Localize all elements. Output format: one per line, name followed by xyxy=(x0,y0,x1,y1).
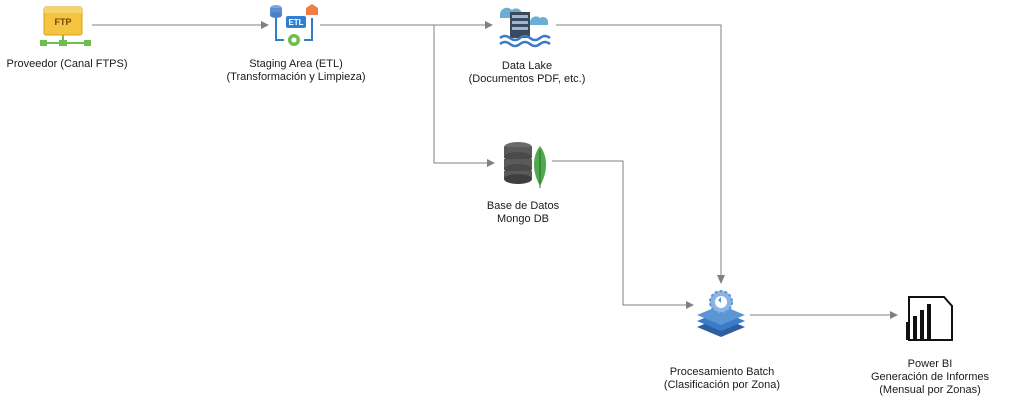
edge-staging-to-mongodb[interactable] xyxy=(433,25,495,167)
staging-label-line1: Staging Area (ETL) xyxy=(249,58,343,70)
node-label-datalake: Data Lake (Documentos PDF, etc.) xyxy=(469,60,586,86)
mongodb-label-line2: Mongo DB xyxy=(497,213,549,225)
powerbi-label-line2: Generación de Informes xyxy=(870,371,990,383)
data-lake-icon[interactable] xyxy=(499,7,551,48)
node-label-staging: Staging Area (ETL) (Transformación y Lim… xyxy=(227,58,366,84)
ftp-server-icon[interactable]: FTP xyxy=(40,6,91,46)
node-label-batch: Procesamiento Batch (Clasificación por Z… xyxy=(664,366,780,392)
batch-label-line1: Procesamiento Batch xyxy=(669,366,775,378)
edge-datalake-to-batch[interactable] xyxy=(556,24,722,281)
etl-icon[interactable]: ETL xyxy=(270,4,318,46)
ftp-label-line1: Proveedor (Canal FTPS) xyxy=(6,58,128,70)
edge-mongodb-to-batch[interactable] xyxy=(552,160,694,309)
edges xyxy=(92,21,898,319)
node-label-powerbi: Power BI Generación de Informes (Mensual… xyxy=(871,358,989,397)
node-label-mongodb: Base de Datos Mongo DB xyxy=(487,200,559,226)
arrowhead-datalake-batch xyxy=(717,275,725,284)
power-bi-icon[interactable] xyxy=(906,296,953,341)
svg-text:FTP: FTP xyxy=(55,17,72,27)
mongodb-label-line1: Base de Datos xyxy=(486,200,560,212)
staging-label-line2: (Transformación y Limpieza) xyxy=(226,71,366,83)
powerbi-label-line1: Power BI xyxy=(907,358,953,370)
svg-text:ETL: ETL xyxy=(288,18,303,27)
datalake-label-line2: (Documentos PDF, etc.) xyxy=(468,73,586,85)
batch-processing-icon[interactable] xyxy=(697,290,745,337)
node-label-ftp: Proveedor (Canal FTPS) xyxy=(6,58,127,71)
datalake-label-line1: Data Lake xyxy=(501,60,553,72)
mongodb-icon[interactable] xyxy=(504,142,546,188)
batch-label-line2: (Clasificación por Zona) xyxy=(663,379,781,391)
powerbi-label-line3: (Mensual por Zonas) xyxy=(879,384,981,396)
